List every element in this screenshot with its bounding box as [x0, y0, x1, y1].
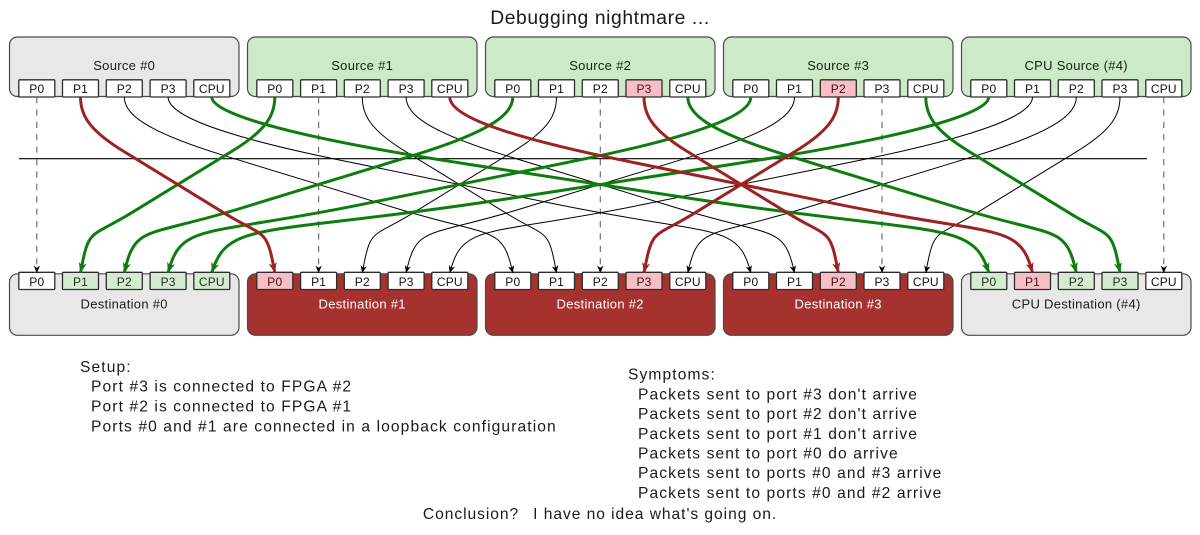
svg-text:Source #3: Source #3 [807, 58, 869, 73]
svg-text:Destination #3: Destination #3 [795, 297, 882, 312]
svg-text:CPU Source (#4): CPU Source (#4) [1024, 58, 1127, 73]
svg-text:CPU: CPU [437, 82, 463, 96]
svg-text:P3: P3 [637, 82, 652, 96]
svg-text:P0: P0 [505, 82, 520, 96]
svg-text:Ports #0 and #1 are connected: Ports #0 and #1 are connected in a loopb… [91, 418, 557, 435]
svg-text:Debugging nightmare ...: Debugging nightmare ... [490, 8, 710, 29]
svg-text:P0: P0 [981, 275, 996, 289]
svg-text:P1: P1 [787, 275, 802, 289]
svg-text:Source #0: Source #0 [93, 58, 155, 73]
svg-text:P2: P2 [593, 275, 608, 289]
svg-text:CPU: CPU [1151, 82, 1177, 96]
svg-text:Packets sent to port #3 don't: Packets sent to port #3 don't arrive [638, 386, 918, 403]
svg-text:P2: P2 [1069, 275, 1084, 289]
svg-text:P2: P2 [831, 275, 846, 289]
svg-text:P3: P3 [1113, 82, 1128, 96]
svg-text:Source #1: Source #1 [331, 58, 393, 73]
svg-text:P2: P2 [117, 82, 132, 96]
svg-text:Packets sent to port #2 don't: Packets sent to port #2 don't arrive [638, 406, 918, 423]
svg-text:CPU: CPU [913, 275, 939, 289]
svg-text:CPU: CPU [437, 275, 463, 289]
svg-text:P0: P0 [743, 82, 758, 96]
svg-text:Port #2 is connected to FPGA #: Port #2 is connected to FPGA #1 [91, 398, 352, 415]
svg-text:Packets sent to port #1 don't: Packets sent to port #1 don't arrive [638, 426, 918, 443]
svg-text:P1: P1 [549, 82, 564, 96]
svg-text:P1: P1 [1025, 275, 1040, 289]
svg-text:P0: P0 [29, 275, 44, 289]
svg-text:Packets sent to ports #0 and #: Packets sent to ports #0 and #3 arrive [638, 465, 942, 482]
svg-text:P2: P2 [117, 275, 132, 289]
svg-text:Port #3 is connected to FPGA #: Port #3 is connected to FPGA #2 [91, 379, 352, 396]
svg-text:P3: P3 [161, 82, 176, 96]
svg-text:CPU: CPU [1151, 275, 1177, 289]
svg-text:CPU: CPU [913, 82, 939, 96]
svg-text:P2: P2 [831, 82, 846, 96]
svg-text:P1: P1 [311, 275, 326, 289]
svg-text:P3: P3 [399, 82, 414, 96]
svg-text:P2: P2 [355, 82, 370, 96]
svg-text:P1: P1 [549, 275, 564, 289]
svg-text:P1: P1 [311, 82, 326, 96]
svg-text:Destination #2: Destination #2 [557, 297, 644, 312]
svg-text:CPU Destination (#4): CPU Destination (#4) [1012, 297, 1141, 312]
svg-text:Destination #1: Destination #1 [319, 297, 406, 312]
svg-text:Conclusion? I have no idea wh: Conclusion? I have no idea what's going … [423, 506, 777, 523]
svg-text:P0: P0 [267, 275, 282, 289]
svg-text:CPU: CPU [199, 82, 225, 96]
svg-text:P1: P1 [73, 275, 88, 289]
svg-text:P0: P0 [981, 82, 996, 96]
svg-text:Destination #0: Destination #0 [81, 297, 168, 312]
svg-text:Packets sent to ports #0 and #: Packets sent to ports #0 and #2 arrive [638, 485, 942, 502]
svg-text:P3: P3 [875, 82, 890, 96]
svg-text:P1: P1 [787, 82, 802, 96]
svg-text:P0: P0 [505, 275, 520, 289]
svg-text:P2: P2 [593, 82, 608, 96]
svg-text:P2: P2 [355, 275, 370, 289]
svg-text:P3: P3 [875, 275, 890, 289]
svg-text:P0: P0 [267, 82, 282, 96]
svg-text:P3: P3 [1113, 275, 1128, 289]
svg-text:P1: P1 [1025, 82, 1040, 96]
svg-text:P2: P2 [1069, 82, 1084, 96]
svg-text:Setup:: Setup: [80, 359, 132, 376]
svg-text:P0: P0 [29, 82, 44, 96]
svg-text:P3: P3 [399, 275, 414, 289]
svg-text:Source #2: Source #2 [569, 58, 631, 73]
svg-text:Packets sent to port #0 do arr: Packets sent to port #0 do arrive [638, 446, 899, 463]
svg-text:Symptoms:: Symptoms: [628, 367, 716, 384]
svg-text:P3: P3 [637, 275, 652, 289]
svg-text:CPU: CPU [675, 275, 701, 289]
svg-text:P3: P3 [161, 275, 176, 289]
svg-text:CPU: CPU [675, 82, 701, 96]
svg-text:P1: P1 [73, 82, 88, 96]
svg-text:CPU: CPU [199, 275, 225, 289]
svg-text:P0: P0 [743, 275, 758, 289]
